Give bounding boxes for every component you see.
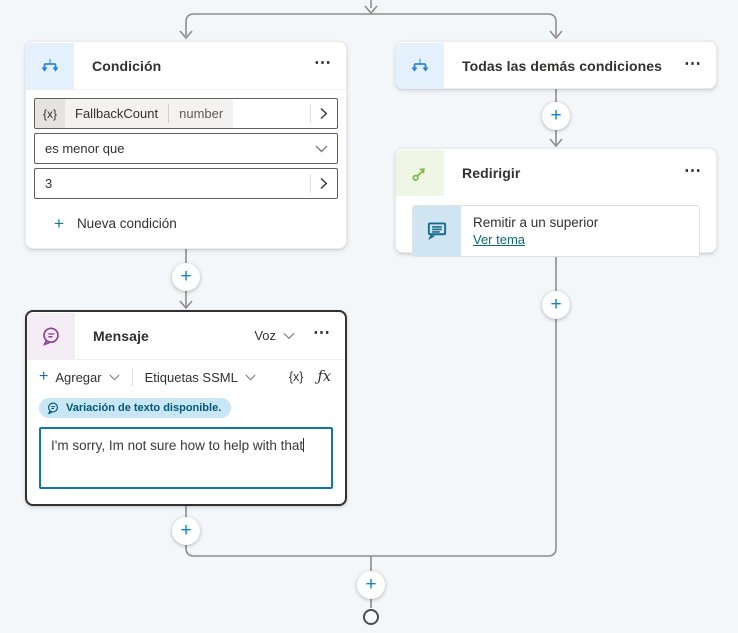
condition-node-header: Condición ⋯: [26, 42, 346, 90]
plus-icon: +: [54, 214, 64, 233]
operator-value: es menor que: [45, 141, 125, 156]
redirect-node[interactable]: Redirigir ⋯ Remitir a un superior Ver te…: [395, 148, 717, 257]
connector-branch-right: [371, 13, 557, 36]
row-divider: [310, 104, 311, 123]
branch-condition-icon: [396, 43, 444, 89]
text-caret: [303, 438, 305, 452]
message-icon: [27, 312, 75, 359]
ssml-tags-label: Etiquetas SSML: [144, 369, 238, 385]
end-node-circle: [363, 609, 379, 625]
value-expand-button[interactable]: [311, 177, 337, 190]
operator-dropdown-button[interactable]: [306, 145, 337, 153]
all-other-conditions-node[interactable]: Todas las demás condiciones ⋯: [395, 41, 717, 89]
all-other-more-button[interactable]: ⋯: [676, 55, 716, 78]
chevron-right-icon: [320, 107, 328, 120]
condition-operator-dropdown[interactable]: es menor que: [34, 133, 338, 164]
message-more-button[interactable]: ⋯: [305, 324, 345, 347]
branch-condition-icon: [26, 42, 74, 89]
message-text: I'm sorry, Im not sure how to help with …: [51, 438, 304, 453]
row-divider: [310, 174, 311, 193]
condition-variable-row[interactable]: {x} FallbackCount number: [34, 98, 338, 129]
text-variation-label: Variación de texto disponible.: [66, 402, 222, 414]
view-topic-link[interactable]: Ver tema: [473, 232, 526, 247]
variable-name: FallbackCount: [75, 106, 159, 121]
arrowhead-into-redirect: [549, 138, 563, 148]
condition-title: Condición: [92, 57, 162, 74]
redirect-title: Redirigir: [462, 165, 521, 181]
variable-x-icon: {x}: [35, 99, 66, 128]
topic-title: Remitir a un superior: [473, 215, 599, 230]
redirect-topic-card[interactable]: Remitir a un superior Ver tema: [412, 205, 700, 257]
toolbar-divider: [131, 368, 133, 386]
condition-node[interactable]: Condición ⋯ {x} FallbackCount number es …: [25, 41, 347, 249]
redirect-more-button[interactable]: ⋯: [676, 162, 716, 185]
ssml-tags-dropdown[interactable]: Etiquetas SSML: [135, 360, 266, 394]
message-text-input[interactable]: I'm sorry, Im not sure how to help with …: [39, 427, 333, 489]
add-content-label: Agregar: [55, 369, 102, 385]
arrowhead-into-message: [179, 300, 193, 310]
chevron-down-icon: [245, 374, 256, 380]
message-node-header: Mensaje Voz ⋯: [27, 312, 345, 360]
variable-expand-button[interactable]: [311, 107, 337, 120]
chevron-down-icon: [283, 332, 295, 339]
add-node-button-below-redirect[interactable]: +: [542, 291, 570, 319]
chevron-down-icon: [315, 145, 328, 152]
redirect-icon: [396, 150, 444, 196]
add-content-dropdown[interactable]: + Agregar: [39, 360, 130, 394]
arrowhead-top: [364, 5, 378, 15]
add-node-button-condition-message[interactable]: +: [172, 263, 200, 291]
channel-dropdown[interactable]: Voz: [248, 312, 301, 359]
redirect-node-header: Redirigir ⋯: [396, 149, 716, 197]
add-node-button-else-redirect[interactable]: +: [542, 102, 570, 130]
plus-icon: +: [39, 368, 49, 385]
arrowhead-into-else: [549, 30, 563, 40]
topic-texts: Remitir a un superior Ver tema: [461, 206, 598, 256]
variable-type: number: [179, 106, 224, 121]
add-node-button-before-end[interactable]: +: [357, 571, 385, 599]
message-toolbar: + Agregar Etiquetas SSML {x} ƒx: [27, 360, 345, 394]
new-condition-button[interactable]: + Nueva condición: [34, 203, 177, 238]
add-node-button-below-message[interactable]: +: [172, 517, 200, 545]
message-title: Mensaje: [93, 327, 149, 344]
connector-branch-left: [185, 13, 371, 36]
connector-message-to-merge: [185, 506, 372, 557]
all-other-conditions-title: Todas las demás condiciones: [462, 58, 663, 74]
chevron-right-icon: [320, 177, 328, 190]
condition-value-row[interactable]: 3: [34, 168, 338, 199]
arrowhead-into-condition: [179, 30, 193, 40]
formula-button[interactable]: ƒx: [311, 360, 331, 394]
condition-value: 3: [45, 176, 53, 191]
new-condition-label: Nueva condición: [76, 216, 177, 231]
message-node[interactable]: Mensaje Voz ⋯ + Agregar Etiquetas SSML {…: [25, 310, 347, 506]
connector-redirect-to-merge: [372, 253, 557, 557]
chevron-down-icon: [109, 374, 120, 380]
condition-body: {x} FallbackCount number es menor que: [26, 90, 346, 248]
topic-message-icon: [413, 206, 461, 256]
condition-more-button[interactable]: ⋯: [306, 54, 346, 77]
channel-value: Voz: [254, 328, 276, 343]
variable-chip: {x} FallbackCount number: [35, 99, 234, 128]
speech-bubble-icon: [47, 402, 59, 415]
all-other-node-header: Todas las demás condiciones ⋯: [396, 42, 716, 90]
text-variation-badge[interactable]: Variación de texto disponible.: [39, 398, 232, 418]
chip-divider: [168, 104, 170, 123]
insert-variable-button[interactable]: {x}: [281, 360, 312, 394]
